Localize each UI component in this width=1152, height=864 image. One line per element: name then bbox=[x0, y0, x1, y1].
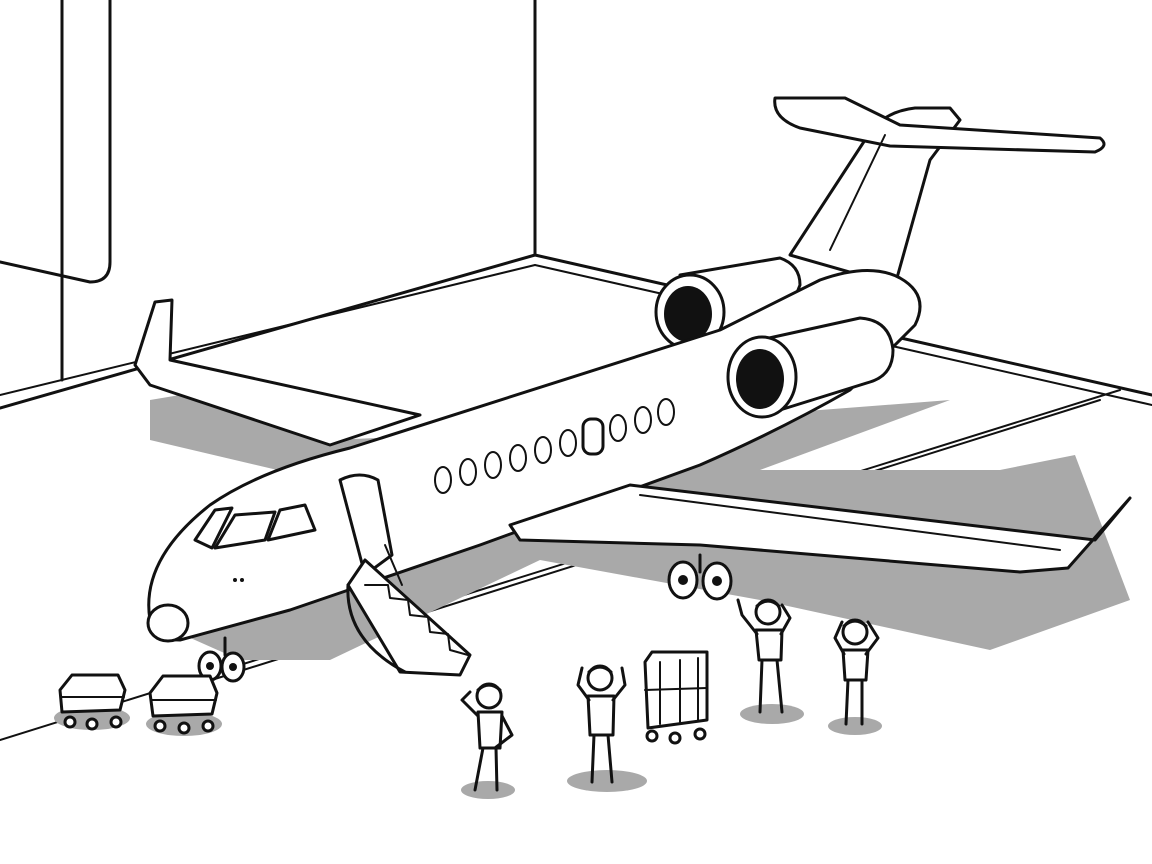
nose-landing-gear bbox=[197, 636, 246, 683]
tail bbox=[773, 96, 1106, 287]
baggage-cart-1 bbox=[54, 673, 130, 731]
near-wing bbox=[508, 483, 1132, 574]
baggage-cart-2 bbox=[146, 674, 222, 736]
airstair bbox=[346, 544, 472, 677]
cabin-windows bbox=[434, 398, 675, 494]
fuselage bbox=[146, 269, 922, 643]
cabin-door bbox=[338, 473, 394, 577]
hangar-walls bbox=[0, 0, 1152, 410]
crew-member-4 bbox=[828, 618, 882, 735]
crew-member-2 bbox=[567, 664, 647, 792]
crew-member-1 bbox=[460, 682, 515, 799]
near-engine bbox=[726, 316, 895, 419]
crew-member-3 bbox=[736, 598, 804, 724]
wire-cart bbox=[643, 650, 709, 745]
far-wing bbox=[133, 298, 422, 447]
far-engine bbox=[654, 256, 802, 351]
main-landing-gear bbox=[667, 553, 733, 601]
cockpit-windows bbox=[193, 503, 317, 582]
